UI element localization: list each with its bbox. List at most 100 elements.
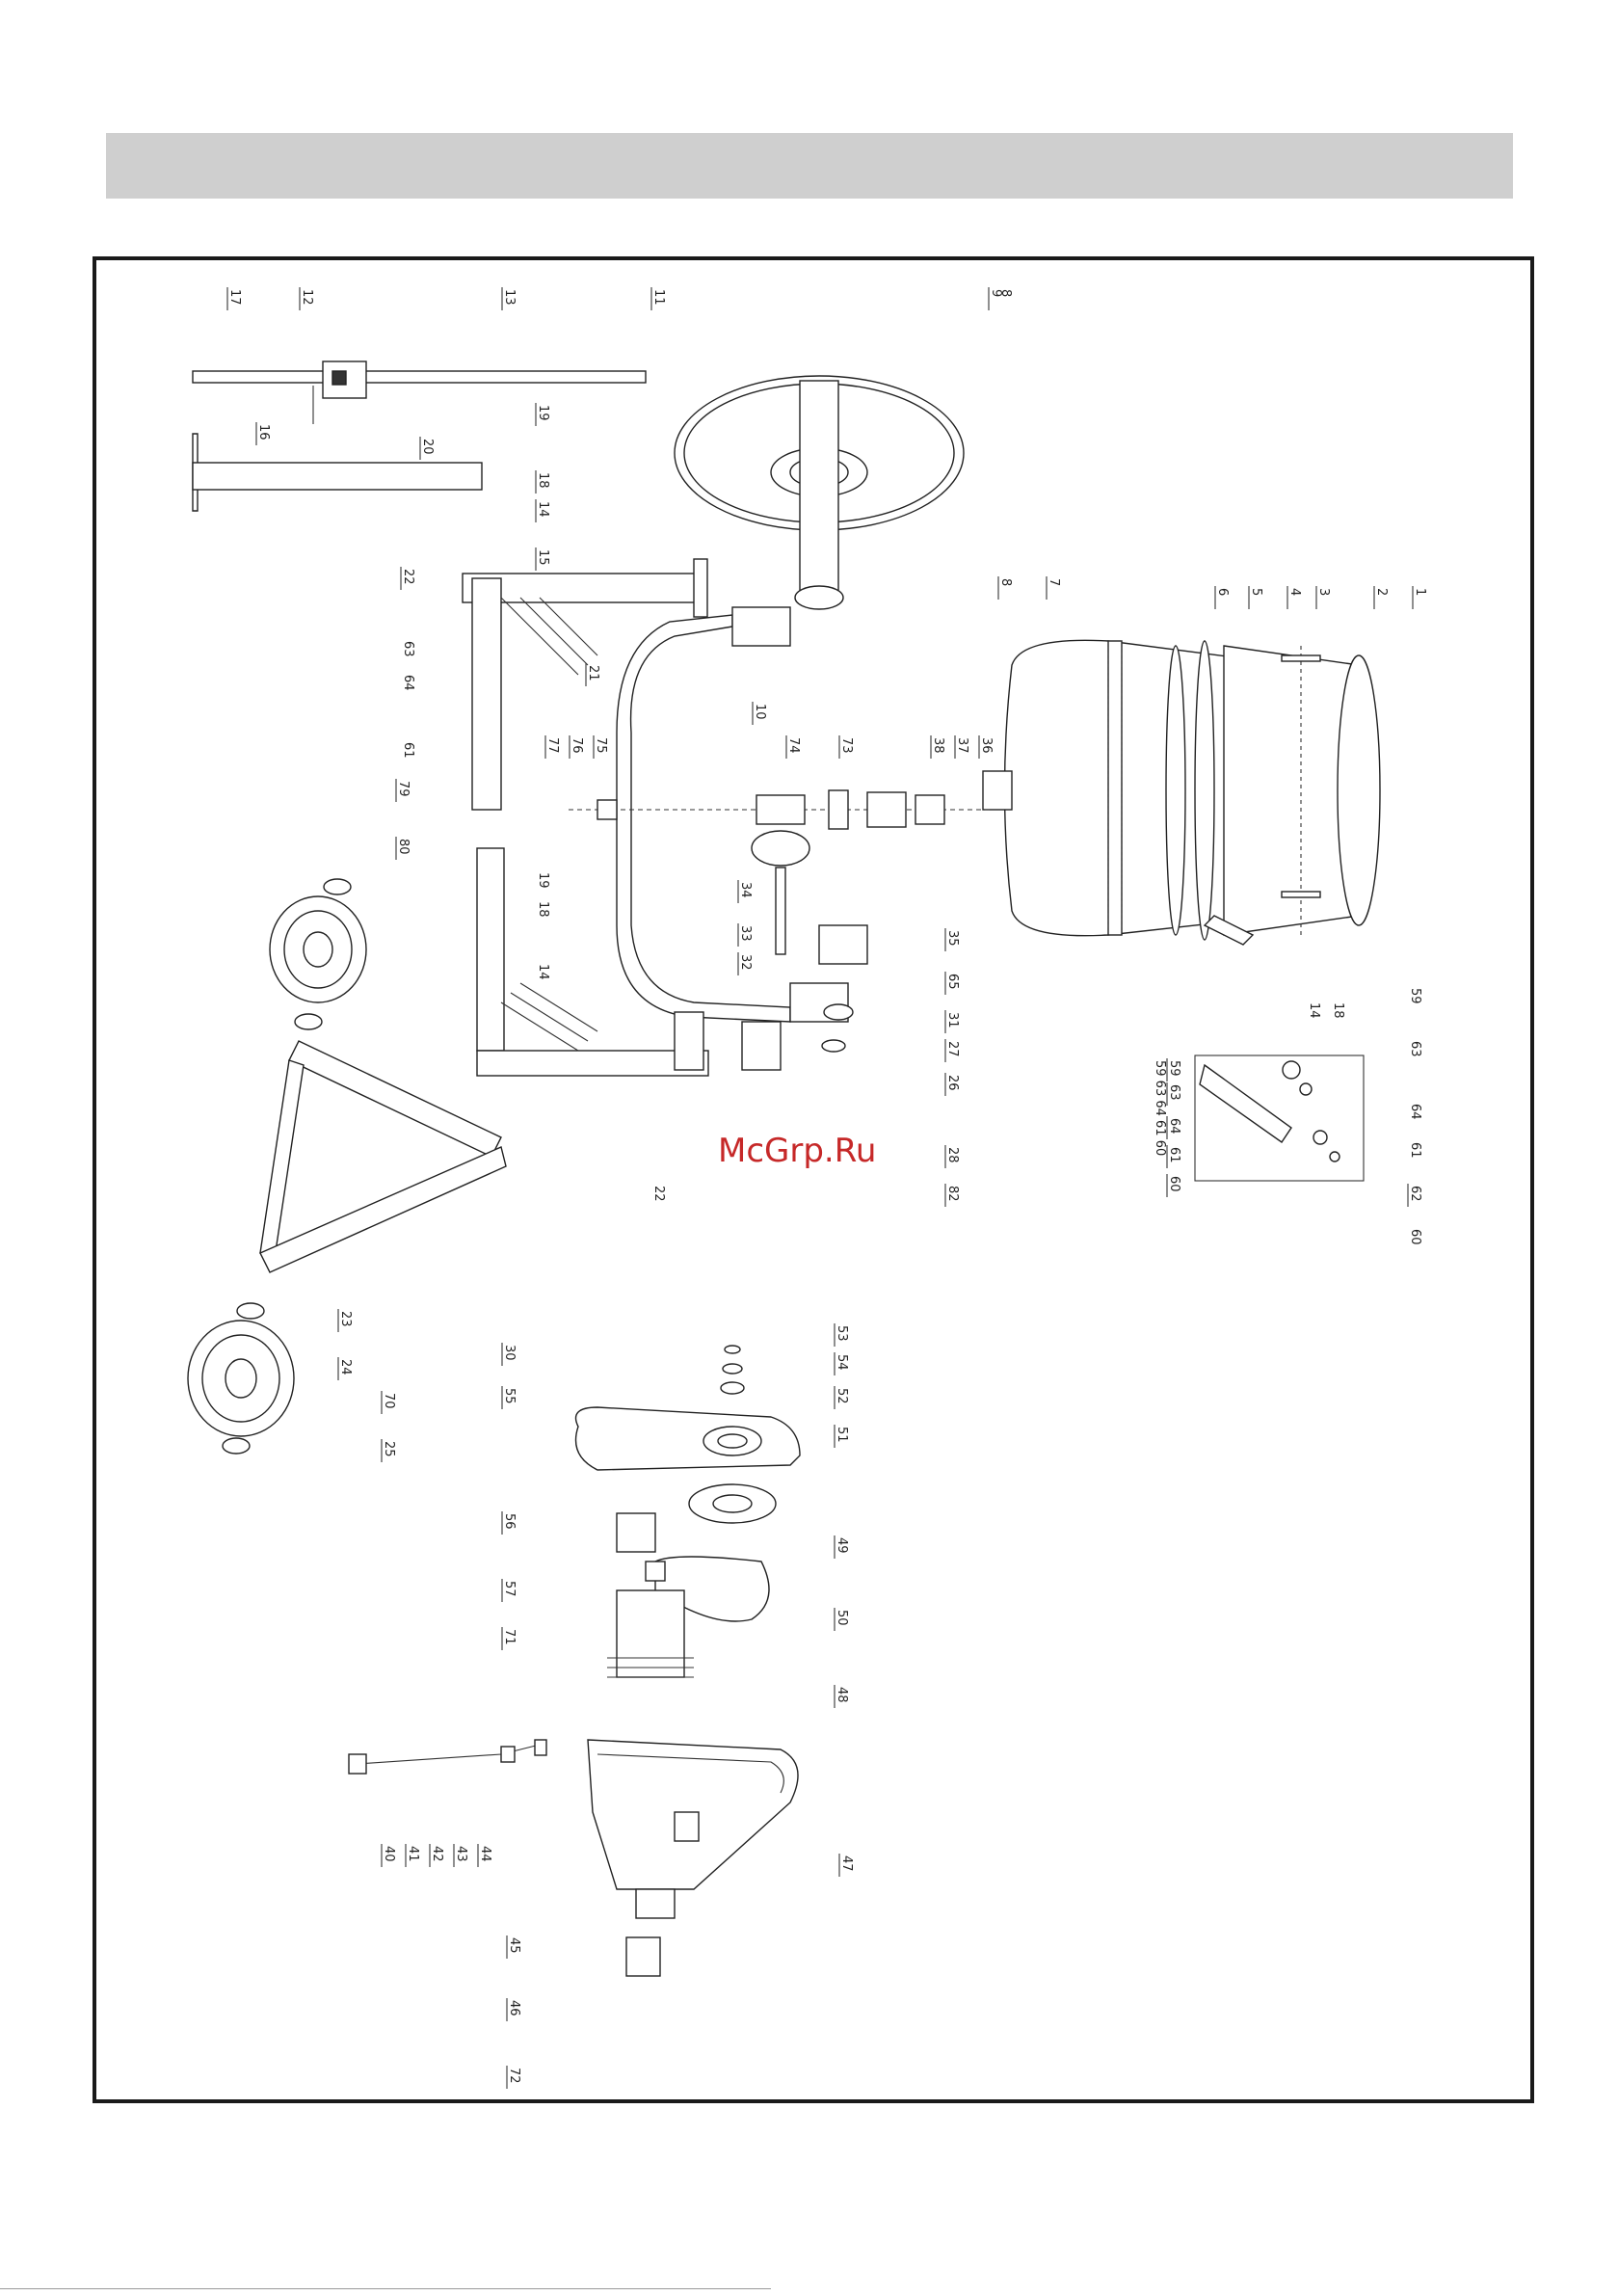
callout-57: 57 [502,1581,517,1597]
callout-63: 63 [1167,1084,1181,1101]
callout-14-repeat: 14 [536,964,550,980]
callout-52: 52 [835,1388,849,1404]
callout-79: 79 [396,781,411,797]
callout-51: 51 [835,1427,849,1443]
callout-1: 1 [1413,588,1427,596]
callout-3: 3 [1316,588,1331,596]
callout-53: 53 [835,1325,849,1342]
callout-59-repeat: 59 [1408,988,1422,1004]
callout-12: 12 [300,289,314,306]
callout-76: 76 [570,737,584,754]
callout-64-repeat: 64 [1408,1104,1422,1120]
callout-75: 75 [594,737,608,754]
drum-assembly [983,640,1380,945]
wheel-top [270,879,366,1029]
callout-62: 62 [1408,1186,1422,1202]
callout-17: 17 [227,289,242,306]
callout-4: 4 [1287,588,1302,596]
frame-tube [617,607,848,1022]
callout-30: 30 [502,1345,517,1361]
callout-28: 28 [945,1147,960,1163]
callout-23: 23 [338,1311,353,1327]
callout-11: 11 [651,289,666,306]
pulley-belt [655,1346,776,1621]
callout-22-repeat: 22 [651,1186,666,1202]
callout-47: 47 [839,1855,854,1872]
callout-71: 71 [502,1629,517,1645]
callout-19-repeat: 19 [536,872,550,889]
callout-63-repeat: 63 [401,641,415,657]
callout-14: 14 [536,501,550,518]
callout-82: 82 [945,1186,960,1202]
callout-80: 80 [396,839,411,855]
callout-6: 6 [1215,588,1230,596]
callout-49: 49 [835,1537,849,1554]
callout-36: 36 [979,737,994,754]
callout-34: 34 [738,882,753,898]
callout-61-repeat: 61 [401,742,415,759]
callout-64: 64 [1167,1118,1181,1135]
callout-13: 13 [502,289,517,306]
callout-46: 46 [507,2000,521,2016]
callout-8: 8 [998,578,1013,586]
callout-16: 16 [256,424,271,441]
callout-19: 19 [536,405,550,421]
callout-44: 44 [478,1846,492,1862]
callout-35: 35 [945,930,960,947]
callout-37: 37 [955,737,969,754]
callout-54: 54 [835,1354,849,1371]
axle-triangle [260,1041,506,1272]
callout-24: 24 [338,1359,353,1375]
callout-27: 27 [945,1041,960,1057]
wheel-bottom [188,1303,294,1454]
callout-73: 73 [839,737,854,754]
callout-32: 32 [738,954,753,971]
callout-59: 59 [1167,1060,1181,1077]
callout-22: 22 [401,569,415,585]
callout-21: 21 [586,665,600,681]
callout-18-repeat: 18 [1331,1002,1345,1019]
callout-43: 43 [454,1846,468,1862]
watermark: McGrp.Ru [718,1132,876,1170]
callout-60-repeat: 60 [1408,1229,1422,1245]
callout-33: 33 [738,925,753,942]
callout-50: 50 [835,1610,849,1626]
callout-5: 5 [1249,588,1263,596]
callout-72: 72 [507,2068,521,2084]
callout-18: 18 [536,472,550,489]
callout-74: 74 [786,737,801,754]
callout-2: 2 [1374,588,1389,596]
callout-40: 40 [382,1846,396,1862]
callout-42: 42 [430,1846,444,1862]
callout-41: 41 [406,1846,420,1862]
callout-20: 20 [420,439,435,455]
callout-14-repeat: 14 [1307,1002,1321,1019]
callout-10: 10 [753,704,767,720]
callout-38: 38 [931,737,945,754]
callout-65: 65 [945,974,960,990]
callout-8-repeat: 8 [998,289,1013,297]
callout-64-repeat: 64 [401,675,415,691]
callout-48: 48 [835,1687,849,1703]
callout-18-repeat: 18 [536,901,550,918]
power-cord [349,1740,546,1774]
base-housing [588,1740,798,1976]
callout-61-repeat: 61 [1408,1142,1422,1159]
callout-25: 25 [382,1441,396,1457]
motor-cover [576,1407,801,1470]
callout-group-inset: 59 63 64 61 60 [1153,1060,1167,1156]
callout-7: 7 [1047,578,1061,586]
motor [607,1513,694,1677]
steering-wheel [675,376,964,609]
callout-55: 55 [502,1388,517,1404]
callout-60: 60 [1167,1176,1181,1192]
callout-77: 77 [545,737,560,754]
callout-26: 26 [945,1075,960,1091]
callout-45: 45 [507,1937,521,1954]
callout-63-repeat: 63 [1408,1041,1422,1057]
callout-15: 15 [536,549,550,566]
inset-detail [1195,1055,1364,1181]
callout-56: 56 [502,1513,517,1530]
callout-70: 70 [382,1393,396,1409]
